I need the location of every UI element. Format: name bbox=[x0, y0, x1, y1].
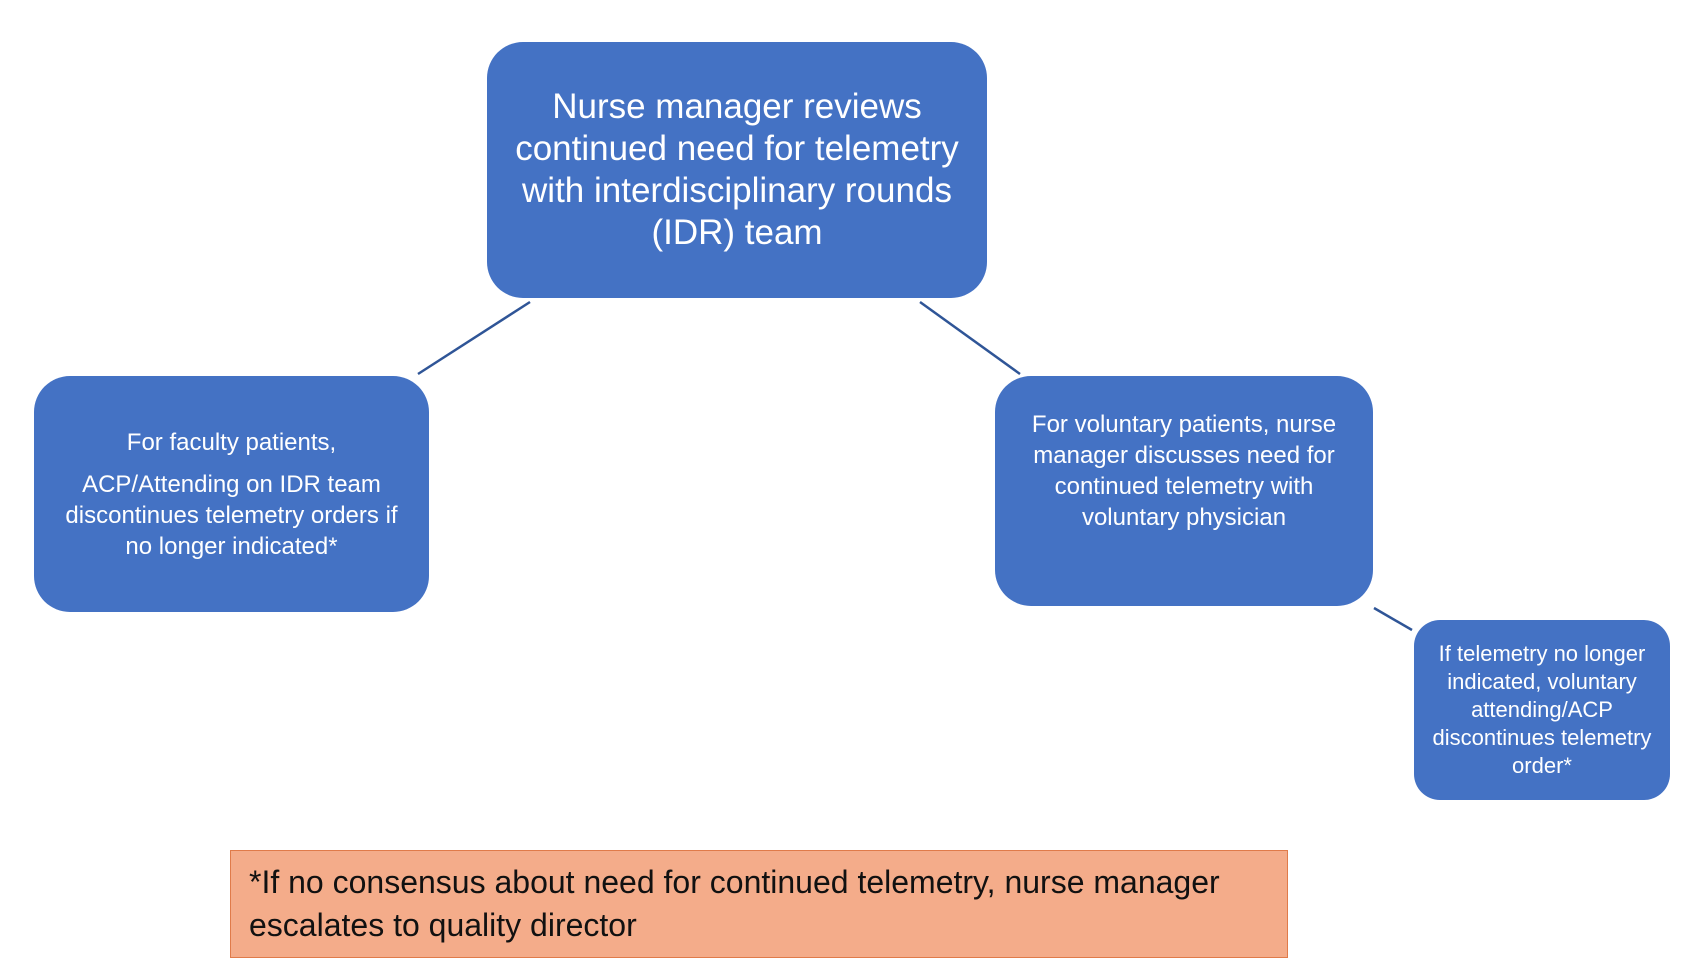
escalation-footnote-text: *If no consensus about need for continue… bbox=[249, 864, 1220, 943]
node-nurse-manager-review-text: Nurse manager reviews continued need for… bbox=[515, 87, 959, 252]
node-nurse-manager-review: Nurse manager reviews continued need for… bbox=[487, 42, 987, 298]
node-voluntary-patients: For voluntary patients, nurse manager di… bbox=[995, 376, 1373, 606]
escalation-footnote: *If no consensus about need for continue… bbox=[230, 850, 1288, 958]
node-voluntary-patients-text: For voluntary patients, nurse manager di… bbox=[1031, 411, 1337, 531]
node-voluntary-discontinue: If telemetry no longer indicated, volunt… bbox=[1414, 620, 1670, 800]
connector-right-to-sub bbox=[1373, 606, 1413, 632]
connector-top-to-right bbox=[919, 300, 1021, 376]
connector-top-to-left bbox=[417, 300, 531, 376]
node-faculty-patients: For faculty patients, ACP/Attending on I… bbox=[34, 376, 429, 612]
node-faculty-patients-heading: For faculty patients, bbox=[126, 428, 337, 456]
node-voluntary-discontinue-text: If telemetry no longer indicated, volunt… bbox=[1432, 641, 1652, 778]
node-faculty-patients-text: ACP/Attending on IDR team discontinues t… bbox=[65, 470, 398, 560]
